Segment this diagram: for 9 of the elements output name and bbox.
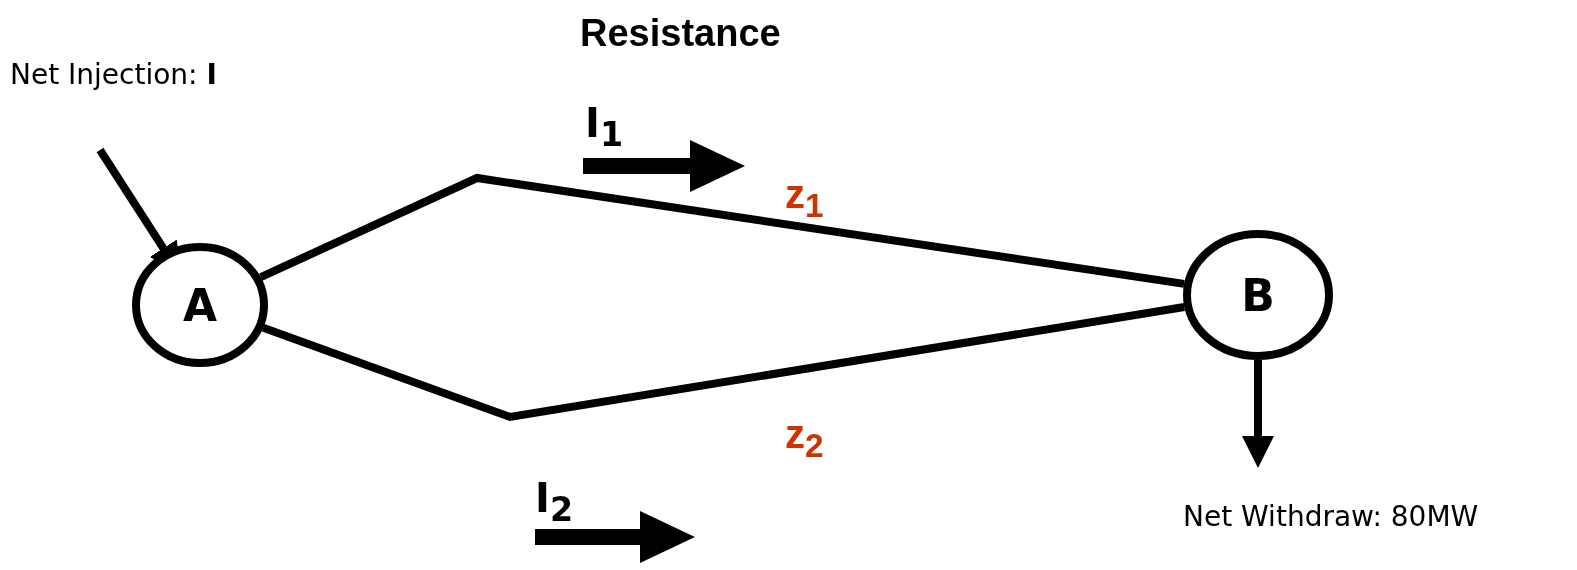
- annotation: Net Withdraw: 80MW: [1183, 500, 1479, 533]
- node-label: B: [1241, 269, 1275, 321]
- current-label: I$_{2}$: [535, 475, 574, 529]
- current-label: I$_{1}$: [585, 100, 624, 154]
- edge-label: z$_{2}$: [785, 412, 824, 465]
- edge-label: z$_{1}$: [785, 172, 824, 225]
- title: Resistance: [580, 12, 781, 55]
- annotation: Net Injection: I: [10, 58, 217, 91]
- node-label: A: [182, 279, 218, 331]
